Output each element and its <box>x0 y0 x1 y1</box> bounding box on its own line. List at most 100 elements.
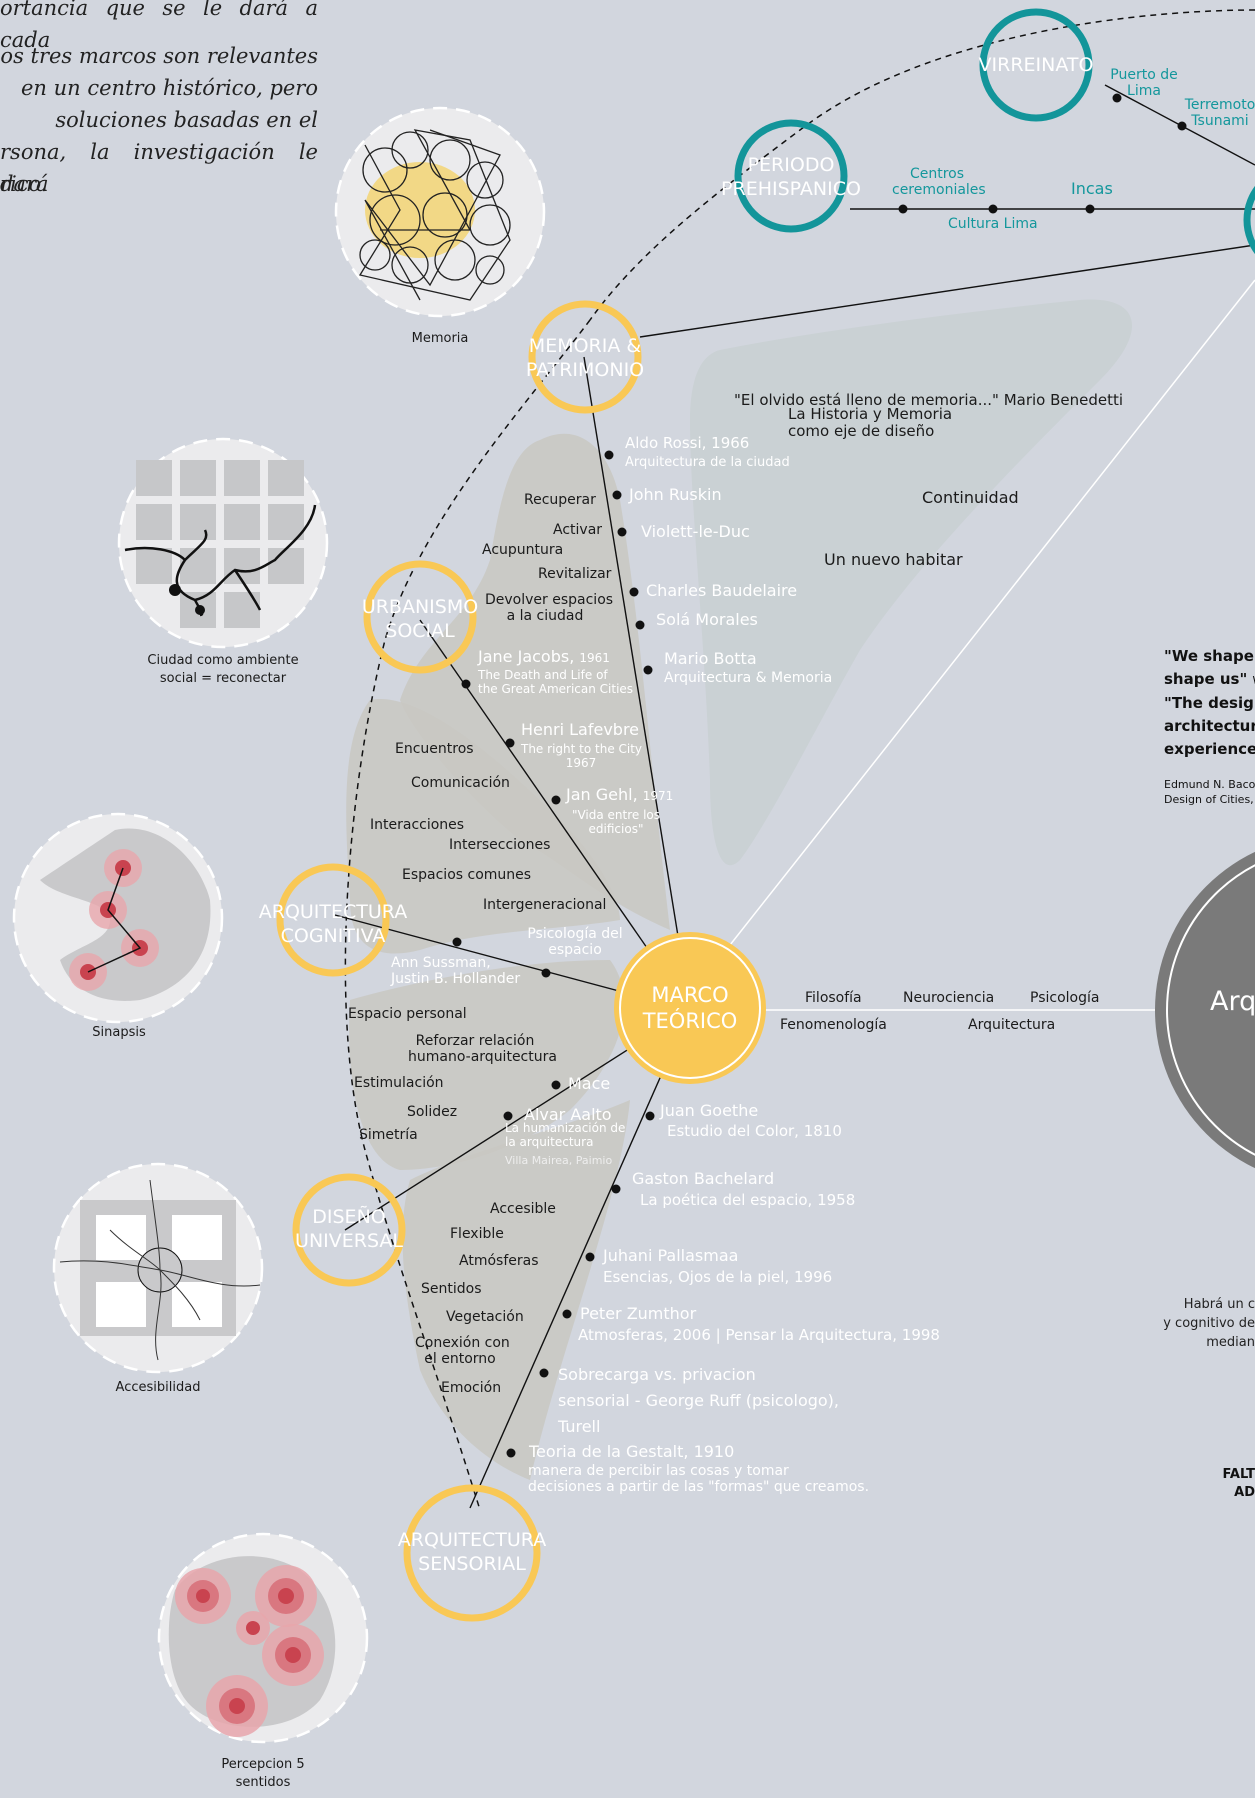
urbanismo-line1: URBANISMO <box>361 596 479 618</box>
botta-sub: Arquitectura & Memoria <box>664 670 833 686</box>
comunicacion-label: Comunicación <box>411 775 510 791</box>
virreinato-node[interactable] <box>979 8 1093 122</box>
memoria-line2: PATRIMONIO <box>525 358 645 381</box>
cognitiva-node[interactable] <box>276 863 390 977</box>
ruff-line2: sensorial - George Ruff (psicologo), <box>558 1391 839 1410</box>
quote-designer-line2: architectura <box>1164 717 1255 735</box>
intergeneracional-label: Intergeneracional <box>483 897 607 913</box>
percepcion-icon <box>157 1532 369 1744</box>
revitalizar-label: Revitalizar <box>538 566 612 582</box>
gestalt-sub-line2: decisiones a partir de las "formas" que … <box>528 1479 870 1496</box>
interacciones-label: Interacciones <box>370 817 465 833</box>
historia-line2: como eje de diseño <box>788 422 935 441</box>
habra-line3: median <box>1206 1335 1255 1350</box>
memoria-node[interactable] <box>528 300 642 414</box>
marco-teorico-line2: TEÓRICO <box>642 1009 738 1034</box>
lefebvre-sub: The right to the City 1967 <box>521 742 643 771</box>
urbanismo-node[interactable] <box>363 560 477 674</box>
reforzar-label: Reforzar relación humano-arquitectura <box>408 1033 557 1065</box>
sensorial-line1: ARQUITECTURA <box>397 1529 547 1551</box>
cognitiva-label: ARQUITECTURA COGNITIVA <box>253 901 413 949</box>
devolver-line1: Devolver espacios <box>485 592 614 608</box>
estimulacion-label: Estimulación <box>354 1075 444 1091</box>
aalto-sub-line1: La humanización de <box>505 1121 626 1135</box>
marco-teorico-inner-ring <box>619 937 761 1079</box>
aalto-works: Villa Mairea, Paimio <box>505 1154 613 1167</box>
accesible-label: Accesible <box>490 1201 556 1217</box>
gehl-name: Jan Gehl, <box>566 785 638 804</box>
universal-label: DISEÑO UNIVERSAL <box>279 1206 419 1254</box>
prehispanico-node[interactable] <box>734 119 848 233</box>
aldo-rossi-label: Aldo Rossi, 1966 <box>625 434 750 452</box>
arquitectura-big-label: Arq <box>1210 986 1255 1017</box>
espacios-comunes-label: Espacios comunes <box>402 867 532 883</box>
emocion-label: Emoción <box>441 1380 502 1396</box>
urbanismo-blob <box>400 433 670 930</box>
prehispanico-label: PERIODO PREHISPANICO <box>711 154 871 202</box>
lefebvre-label: Henri Lafevbre <box>521 720 640 739</box>
cognitiva-line1: ARQUITECTURA <box>258 901 408 923</box>
arquitectura-big-node[interactable] <box>1155 835 1255 1185</box>
ruskin-label: John Ruskin <box>629 485 722 504</box>
universal-node[interactable] <box>292 1173 406 1287</box>
arquitectura-label: Arquitectura <box>968 1017 1056 1033</box>
intro-line-4: soluciones basadas en el <box>55 108 318 132</box>
intro-line-1: ortancia que se le dará a cada <box>0 0 318 52</box>
baudelaire-label: Charles Baudelaire <box>646 581 798 600</box>
terremoto-line1: Terremoto <box>1184 97 1255 113</box>
jacobs-sub-line2: the Great American Cities <box>478 681 634 696</box>
marco-teorico-label: MARCO TEÓRICO <box>620 982 760 1035</box>
psicologia-line2: espacio <box>548 942 602 959</box>
solidez-label: Solidez <box>407 1104 458 1120</box>
bacon-citation: Edmund N. Bacon Design of Cities, I <box>1164 777 1255 807</box>
goethe-sub: Estudio del Color, 1810 <box>667 1122 842 1140</box>
bacon-line2: Design of Cities, I <box>1164 793 1255 806</box>
virreinato-label: VIRREINATO <box>966 54 1106 78</box>
puerto-line1: Puerto de <box>1110 67 1178 83</box>
intersecciones-label: Intersecciones <box>449 837 551 853</box>
memoria-icon <box>334 106 546 318</box>
quote-we-shape-line1: "We shape o <box>1164 647 1255 665</box>
bachelard-label: Gaston Bachelard <box>632 1169 775 1188</box>
aldo-rossi-sub: Arquitectura de la ciudad <box>625 455 790 470</box>
universal-blob <box>402 1100 630 1480</box>
jacobs-sub: The Death and Life of the Great American… <box>478 668 634 697</box>
lefebvre-sub-line1: The right to the City <box>521 742 643 756</box>
ciudad-caption: Ciudad como ambiente social = reconectar <box>133 652 313 687</box>
conexion-line1: Conexión con <box>415 1335 510 1351</box>
activar-label: Activar <box>553 522 603 538</box>
conexion-label: Conexión con el entorno <box>415 1335 510 1367</box>
memoria-caption: Memoria <box>411 331 469 346</box>
dashed-left-arc <box>344 319 591 1511</box>
viollet-label: Violett-le-Duc <box>641 522 750 541</box>
historia-line1: La Historia y Memoria <box>788 405 953 423</box>
sensorial-node[interactable] <box>403 1484 541 1622</box>
ruff-line1: Sobrecarga vs. privacion <box>558 1365 756 1384</box>
white-diagonal <box>729 279 1255 946</box>
sussman-label: Ann Sussman, Justin B. Hollander <box>391 955 520 987</box>
cognitiva-line2: COGNITIVA <box>280 924 386 947</box>
jacobs-year: 1961 <box>579 651 610 665</box>
ruff-label: Sobrecarga vs. privacion sensorial - Geo… <box>558 1362 839 1440</box>
dashed-outer-arc <box>589 9 1255 321</box>
sensorial-label: ARQUITECTURA SENSORIAL <box>392 1529 552 1577</box>
intro-line-2: os tres marcos son relevantes <box>0 44 318 68</box>
sussman-line2: Justin B. Hollander <box>391 971 521 988</box>
quote-designer-line3: experience, t <box>1164 740 1255 758</box>
sinapsis-icon <box>12 812 224 1024</box>
simetria-label: Simetría <box>359 1127 418 1143</box>
puerto-line2: Lima <box>1127 83 1161 100</box>
psicologia-label: Psicología <box>1030 990 1100 1006</box>
aalto-label: Alvar Aalto <box>524 1105 612 1124</box>
marco-teorico-node[interactable] <box>614 932 766 1084</box>
teal-node-partial <box>1243 185 1255 255</box>
zumthor-sub: Atmosferas, 2006 | Pensar la Arquitectur… <box>578 1326 940 1344</box>
mace-label: Mace <box>568 1074 611 1093</box>
quote-we-shape-line2: shape us" <box>1164 670 1248 688</box>
centros-label: Centros ceremoniales <box>892 166 986 198</box>
falt-line2: AD <box>1234 1485 1255 1500</box>
pallasmaa-sub: Esencias, Ojos de la piel, 1996 <box>603 1268 833 1286</box>
recuperar-label: Recuperar <box>524 492 596 508</box>
zumthor-label: Peter Zumthor <box>580 1304 697 1323</box>
